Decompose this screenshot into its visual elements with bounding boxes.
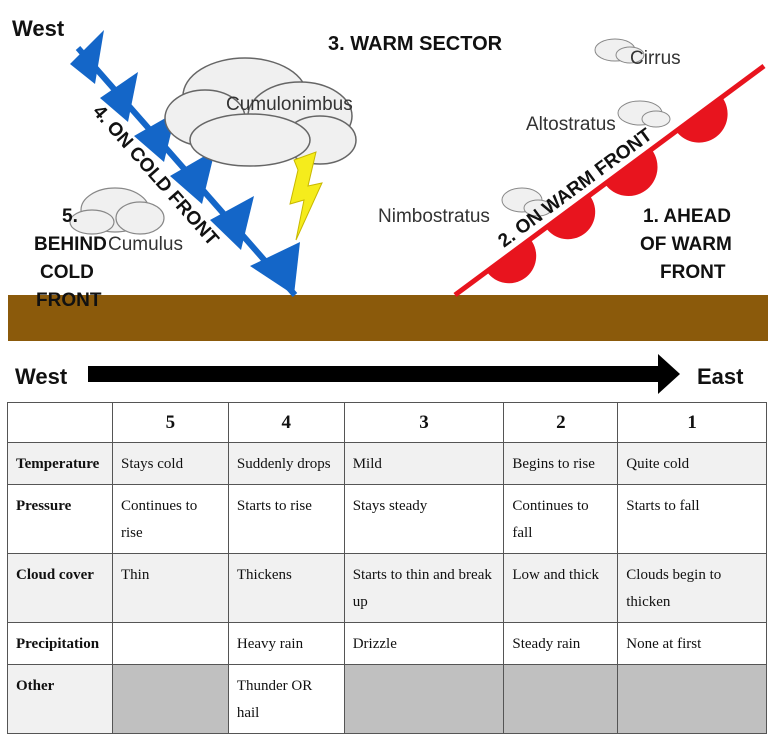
- weather-table: 5 4 3 2 1 Temperature Stays cold Suddenl…: [7, 402, 767, 734]
- nimbostratus-label: Nimbostratus: [378, 206, 490, 227]
- header-cell-1: 1: [617, 402, 767, 443]
- table-cell: Thickens: [227, 553, 345, 623]
- row-label: Temperature: [7, 442, 113, 485]
- svg-text:COLD: COLD: [40, 262, 94, 283]
- table-cell: Thunder OR hail: [227, 664, 345, 734]
- weather-front-diagram: West 3. WARM SECTOR Cumulonimbus Cirrus …: [8, 16, 768, 394]
- cold-front-triangle: [250, 242, 300, 295]
- cold-front-triangle: [70, 30, 104, 84]
- cumulus-cloud: [69, 187, 165, 235]
- cumulus-label: Cumulus: [108, 234, 183, 255]
- row-label: Other: [7, 664, 113, 734]
- table-row-pressure: Pressure Continues to rise Starts to ris…: [7, 484, 767, 554]
- table-cell: [111, 622, 229, 665]
- warm-front-semicircle: [487, 240, 537, 284]
- table-row-cloud-cover: Cloud cover Thin Thickens Starts to thin…: [7, 553, 767, 623]
- table-row-other: Other Thunder OR hail: [7, 664, 767, 734]
- altostratus-cloud: [617, 100, 671, 128]
- cumulonimbus-cloud: [164, 57, 357, 167]
- table-cell: [617, 664, 767, 734]
- table-cell: None at first: [617, 622, 767, 665]
- altostratus-label: Altostratus: [526, 114, 616, 135]
- header-cell-2: 2: [503, 402, 619, 443]
- warm-front-semicircle: [676, 97, 728, 143]
- cold-front: [70, 30, 300, 297]
- svg-text:1. AHEAD: 1. AHEAD: [643, 206, 731, 227]
- table-cell: Suddenly drops: [227, 442, 345, 485]
- row-label: Precipitation: [7, 622, 113, 665]
- arrow-east-label: East: [697, 364, 744, 389]
- table-cell: Low and thick: [503, 553, 619, 623]
- direction-arrow: [88, 354, 680, 394]
- svg-text:FRONT: FRONT: [36, 290, 102, 311]
- warm-front: [453, 63, 766, 298]
- table-cell: Stays cold: [111, 442, 229, 485]
- table-header-row: 5 4 3 2 1: [7, 402, 767, 443]
- header-cell-3: 3: [343, 402, 505, 443]
- cirrus-cloud: [594, 38, 645, 64]
- table-cell: Clouds begin to thicken: [617, 553, 767, 623]
- cirrus-label: Cirrus: [630, 48, 681, 69]
- arrow-west-label: West: [15, 364, 68, 389]
- cold-front-triangle: [170, 150, 215, 204]
- table-cell: Continues to fall: [503, 484, 619, 554]
- warm-front-semicircle: [546, 196, 596, 240]
- svg-text:FRONT: FRONT: [660, 262, 726, 283]
- diagram-west-label: West: [12, 16, 65, 41]
- header-cell-blank: [7, 402, 113, 443]
- warm-sector-label: 3. WARM SECTOR: [328, 33, 503, 55]
- ahead-of-warm-front-label: 1. AHEAD OF WARM FRONT: [640, 206, 732, 283]
- svg-text:OF WARM: OF WARM: [640, 234, 732, 255]
- table-cell: Heavy rain: [227, 622, 345, 665]
- table-cell: Continues to rise: [111, 484, 229, 554]
- cold-front-triangle: [100, 72, 138, 122]
- table-cell: Starts to fall: [617, 484, 767, 554]
- warm-front-semicircle: [605, 150, 658, 197]
- table-cell: Starts to rise: [227, 484, 345, 554]
- table-row-precipitation: Precipitation Heavy rain Drizzle Steady …: [7, 622, 767, 665]
- table-cell: Thin: [111, 553, 229, 623]
- cold-front-triangle: [210, 196, 254, 250]
- table-cell: Drizzle: [343, 622, 505, 665]
- ground: [8, 295, 768, 341]
- lightning-bolt-icon: [289, 151, 323, 241]
- table-cell: Begins to rise: [503, 442, 619, 485]
- table-row-temperature: Temperature Stays cold Suddenly drops Mi…: [7, 442, 767, 485]
- row-label: Pressure: [7, 484, 113, 554]
- table-cell: Stays steady: [343, 484, 505, 554]
- table-cell: Quite cold: [617, 442, 767, 485]
- table-cell: [111, 664, 229, 734]
- table-cell: [503, 664, 619, 734]
- row-label: Cloud cover: [7, 553, 113, 623]
- table-cell: [343, 664, 505, 734]
- svg-text:BEHIND: BEHIND: [34, 234, 107, 255]
- header-cell-4: 4: [227, 402, 345, 443]
- behind-cold-front-label: 5. BEHIND COLD FRONT: [34, 206, 107, 311]
- table-cell: Steady rain: [503, 622, 619, 665]
- table-cell: Mild: [343, 442, 505, 485]
- nimbostratus-cloud: [501, 187, 553, 217]
- cumulonimbus-label: Cumulonimbus: [226, 94, 353, 115]
- table-cell: Starts to thin and break up: [343, 553, 505, 623]
- svg-text:5.: 5.: [62, 206, 78, 227]
- header-cell-5: 5: [111, 402, 229, 443]
